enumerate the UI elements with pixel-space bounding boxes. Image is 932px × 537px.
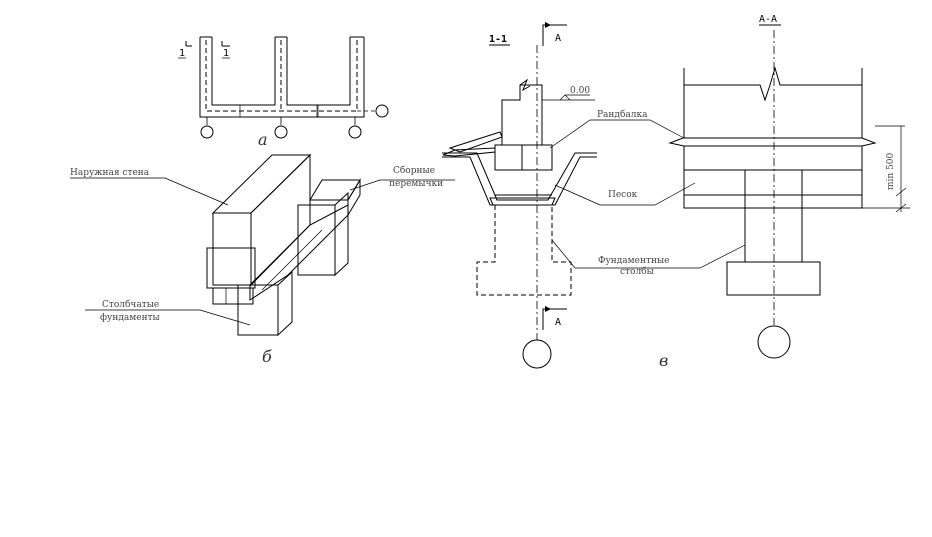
label-precast-1: Сборные [393, 165, 435, 176]
label-sand: Песок [608, 190, 638, 200]
plan-walls [199, 36, 375, 118]
column-foundation-back [297, 191, 349, 277]
level-mark: 0.00 [542, 86, 595, 101]
pillar-a-a [726, 30, 821, 359]
label-outer-wall: Наружная стена [70, 168, 150, 178]
cut-letter-top: А [555, 33, 561, 44]
plan-cut-marks: 1 1 [178, 41, 230, 59]
axis-bubble [757, 325, 791, 359]
trench-1-1 [442, 152, 597, 206]
label-grade-beam: Рандбалка [597, 109, 648, 120]
label-column-1: Столбчатые [102, 299, 159, 310]
plan-axis-markers [200, 104, 389, 139]
section-a-a: А-А min 500 [668, 14, 910, 359]
label-pillars-2: столбы [620, 266, 654, 277]
section-title-a-a: А-А [759, 14, 777, 25]
section-leaders: Рандбалка Песок Фундаментные столбы в [549, 109, 746, 370]
axis-bubble [348, 125, 362, 139]
axis-bubble [375, 104, 389, 118]
label-column-2: фундаменты [100, 313, 160, 323]
isometric-view-b: Наружная стена Сборные перемычки Столбча… [70, 153, 455, 366]
brick-wall-1-1 [501, 78, 543, 146]
dimension-min-500: min 500 [862, 125, 910, 213]
grade-beam-1-1 [442, 131, 553, 171]
axis-bubble [200, 125, 214, 139]
part-letter-b: б [262, 347, 272, 366]
label-pillars-1: Фундаментные [598, 256, 669, 266]
pillar-1-1-dashed [476, 45, 572, 369]
outer-wall-block [206, 153, 312, 289]
cut-letter-bottom: А [555, 317, 561, 328]
section-title-1-1: 1-1 [489, 34, 507, 45]
column-foundation-front [212, 270, 293, 337]
label-precast-2: перемычки [389, 179, 443, 189]
axis-bubble [274, 125, 288, 139]
grade-beam-a-a [668, 137, 877, 209]
part-letter-a: а [258, 130, 268, 149]
cut-label-right: 1 [223, 48, 229, 59]
cut-label-left: 1 [179, 48, 185, 59]
dim-min-value: min 500 [886, 152, 896, 190]
section-1-1: 1-1 А 0.00 [442, 22, 597, 369]
part-letter-v: в [659, 351, 668, 370]
cut-mark-bottom: А [542, 306, 567, 330]
plan-view-a: 1 1 а [178, 36, 389, 149]
axis-bubble [522, 339, 552, 369]
brick-wall-a-a [683, 66, 863, 139]
isometric-leaders [70, 177, 455, 326]
cut-mark-top: А [542, 22, 567, 46]
level-mark-value: 0.00 [570, 86, 590, 96]
